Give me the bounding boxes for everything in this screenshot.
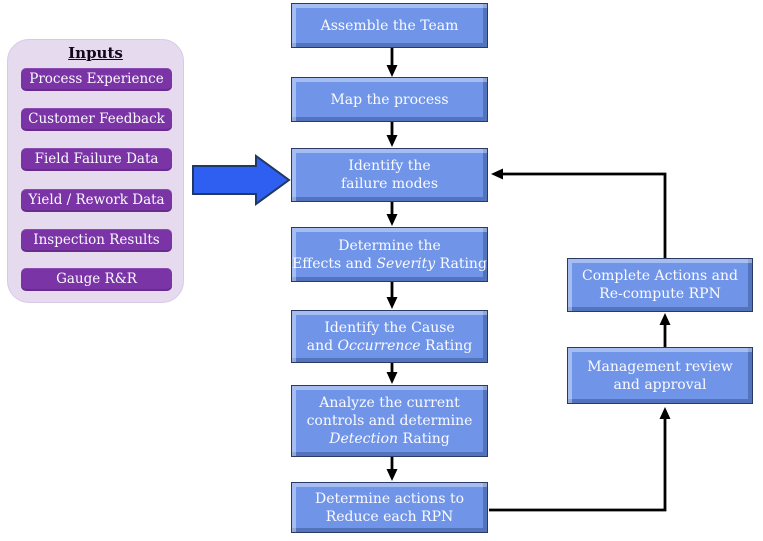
inputs-panel-title: Inputs [68, 44, 123, 62]
connector-actions-to-management [489, 407, 671, 512]
input-item-yield-rework-data: Yield / Rework Data [21, 189, 172, 212]
input-item-process-experience: Process Experience [21, 68, 172, 91]
connector-analyze-to-actions [386, 457, 398, 481]
step-map-process: Map the process [291, 77, 488, 122]
connector-identify-modes-to-effects [386, 202, 398, 226]
input-item-field-failure-data: Field Failure Data [21, 148, 172, 171]
connector-cause-to-analyze [386, 363, 398, 384]
connector-complete-to-identify-modes [491, 168, 667, 258]
inputs-block-arrow-icon [192, 154, 291, 206]
step-assemble-team: Assemble the Team [291, 3, 488, 48]
input-item-customer-feedback: Customer Feedback [21, 108, 172, 131]
input-item-gauge-rr: Gauge R&R [21, 268, 172, 291]
connector-assemble-to-map [386, 48, 398, 77]
inputs-panel: Inputs Process Experience Customer Feedb… [7, 39, 184, 303]
input-item-inspection-results: Inspection Results [21, 229, 172, 252]
connector-map-to-identify-modes [386, 122, 398, 147]
connector-effects-to-cause [386, 282, 398, 309]
connector-management-to-complete [659, 313, 671, 347]
